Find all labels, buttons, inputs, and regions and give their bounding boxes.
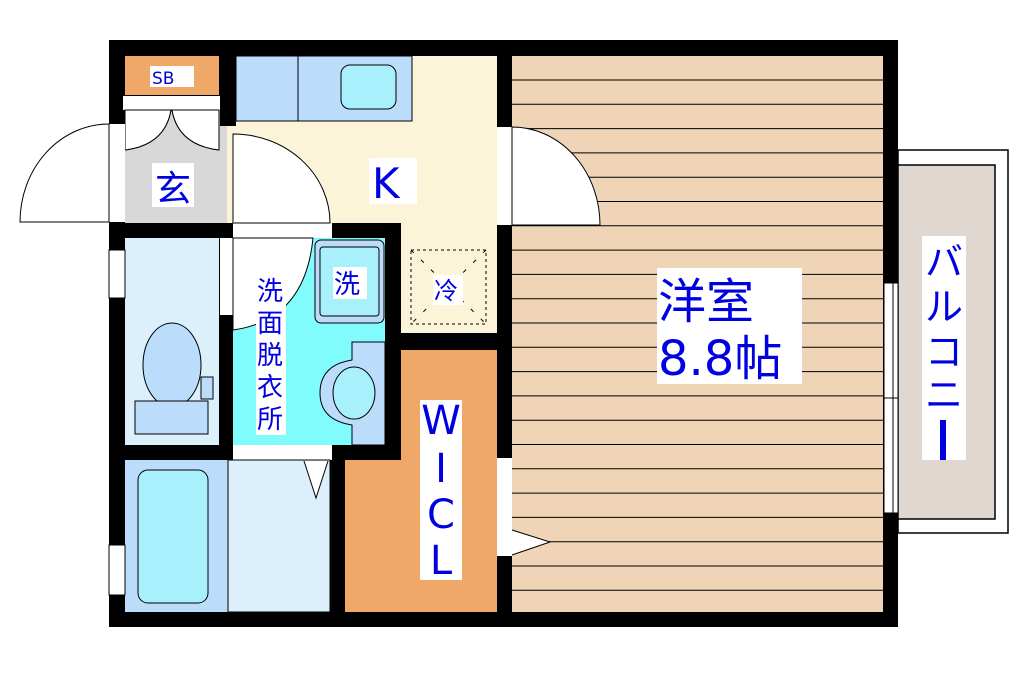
western-room-size: 8.8帖 <box>658 331 782 387</box>
svg-text:ル: ル <box>925 285 963 329</box>
svg-text:脱: 脱 <box>257 341 283 371</box>
bathroom <box>108 459 331 613</box>
toilet-icon <box>142 322 202 408</box>
entrance-label: 玄 <box>155 169 191 210</box>
entrance-door-icon <box>19 123 110 223</box>
svg-text:L: L <box>430 538 453 584</box>
svg-text:ニ: ニ <box>925 373 963 417</box>
svg-text:所: 所 <box>257 405 283 435</box>
svg-text:W: W <box>421 398 461 444</box>
svg-text:バ: バ <box>925 240 963 284</box>
svg-text:C: C <box>427 492 455 538</box>
svg-text:洗: 洗 <box>257 277 283 307</box>
balcony-label: バ ル コ ニ <box>925 240 963 460</box>
closet-label: W I C L <box>421 398 461 584</box>
shoe-box-label: SB <box>152 69 174 89</box>
western-room-name: 洋室 <box>658 274 754 330</box>
svg-text:面: 面 <box>257 309 283 339</box>
washer-label: 洗 <box>334 270 360 300</box>
fridge-label: 冷 <box>434 277 458 305</box>
balcony <box>897 149 1009 534</box>
kitchen-label: K <box>372 159 401 208</box>
closet-door-icon <box>511 529 552 556</box>
room-door-icon <box>511 126 601 226</box>
washroom-label: 洗 面 脱 衣 所 <box>257 277 283 435</box>
kitchen-door-icon <box>232 133 331 224</box>
kitchen-counter <box>235 55 413 122</box>
svg-text:コ: コ <box>925 330 963 374</box>
fridge-space <box>410 249 487 325</box>
toilet-room <box>108 238 219 445</box>
svg-text:I: I <box>435 446 447 492</box>
bathtub-icon <box>137 469 209 604</box>
sink-icon <box>340 64 397 110</box>
svg-text:衣: 衣 <box>257 373 283 403</box>
balcony-window[interactable] <box>883 282 899 514</box>
